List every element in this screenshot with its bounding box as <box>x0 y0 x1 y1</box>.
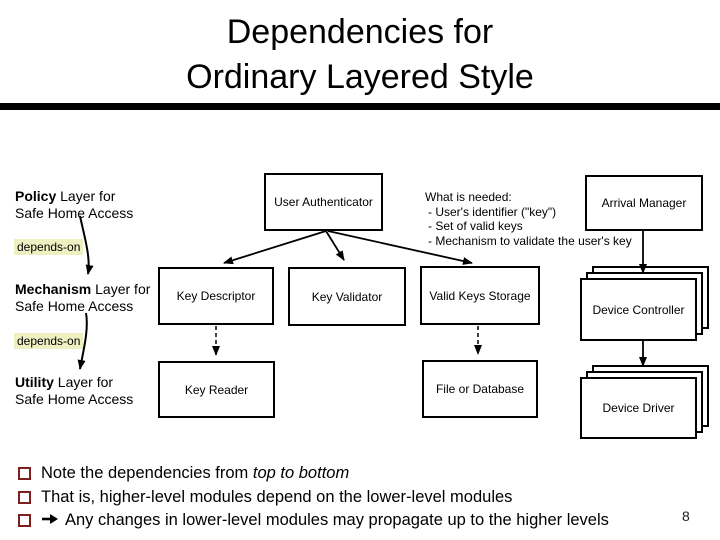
box-file-or-database: File or Database <box>422 360 538 418</box>
bullet-2-text: That is, higher-level modules depend on … <box>41 488 513 506</box>
bullet-row-3: Any changes in lower-level modules may p… <box>18 511 609 530</box>
arrow-authenticator-to-key-validator <box>325 230 345 261</box>
bullet-row-2: That is, higher-level modules depend on … <box>18 488 512 507</box>
policy-suffix: Layer for <box>56 188 116 204</box>
box-valid-keys-storage-label: Valid Keys Storage <box>429 288 531 303</box>
utility-layer-label: Utility Layer for Safe Home Access <box>15 374 165 408</box>
policy-layer-label: Policy Layer for Safe Home Access <box>15 188 165 222</box>
box-device-controller: Device Controller <box>580 278 697 341</box>
box-device-driver-label: Device Driver <box>602 401 675 415</box>
utility-layer-line2: Safe Home Access <box>15 391 134 407</box>
mechanism-suffix: Layer for <box>91 281 151 297</box>
bullet-1-text: Note the dependencies from top to bottom <box>41 464 349 483</box>
box-key-validator: Key Validator <box>288 267 406 326</box>
square-bullet-icon <box>18 467 31 480</box>
what-is-needed-item-2: - Set of valid keys <box>428 219 523 233</box>
box-user-authenticator-label: User Authenticator <box>274 195 373 209</box>
right-arrow-icon <box>41 511 59 530</box>
mechanism-layer-line1: Mechanism Layer for <box>15 281 165 298</box>
bullet-row-1: Note the dependencies from top to bottom <box>18 464 349 483</box>
utility-layer-line1: Utility Layer for <box>15 374 165 391</box>
box-key-reader-label: Key Reader <box>184 382 249 397</box>
policy-layer-line1: Policy Layer for <box>15 188 165 205</box>
box-device-controller-stack: Device Controller <box>580 266 709 341</box>
box-device-controller-label: Device Controller <box>592 302 685 317</box>
square-bullet-icon <box>18 491 31 504</box>
title-divider-rule <box>0 103 720 110</box>
box-key-descriptor: Key Descriptor <box>158 267 274 325</box>
depends-on-label-1: depends-on <box>14 239 84 255</box>
title-line-1: Dependencies for <box>226 13 494 51</box>
mechanism-word: Mechanism <box>15 281 92 297</box>
what-is-needed-heading: What is needed: <box>425 190 512 204</box>
box-key-validator-label: Key Validator <box>311 289 383 304</box>
policy-layer-line2: Safe Home Access <box>15 205 134 221</box>
depends-on-label-2: depends-on <box>14 333 84 349</box>
what-is-needed-item-3: - Mechanism to validate the user's key <box>428 233 632 248</box>
arrow-authenticator-to-key-descriptor <box>223 230 327 265</box>
policy-word: Policy <box>15 188 57 204</box>
bullet-1-italic: top to bottom <box>252 464 350 482</box>
box-valid-keys-storage: Valid Keys Storage <box>420 266 540 325</box>
bullet-1-pre: Note the dependencies from <box>41 464 253 482</box>
square-bullet-icon <box>18 514 31 527</box>
mechanism-layer-label: Mechanism Layer for Safe Home Access <box>15 281 165 315</box>
bullet-3-text: Any changes in lower-level modules may p… <box>65 511 609 529</box>
page-number: 8 <box>682 508 690 524</box>
title-line-2: Ordinary Layered Style <box>186 58 534 96</box>
box-device-driver: Device Driver <box>580 377 697 439</box>
box-arrival-manager-label: Arrival Manager <box>601 196 687 210</box>
utility-word: Utility <box>15 374 54 390</box>
box-arrival-manager: Arrival Manager <box>585 175 703 231</box>
what-is-needed-item-1: - User's identifier ("key") <box>428 204 557 219</box>
utility-suffix: Layer for <box>53 374 114 390</box>
mechanism-layer-line2: Safe Home Access <box>15 298 134 314</box>
box-device-driver-stack: Device Driver <box>580 365 709 439</box>
page-title: Dependencies for Ordinary Layered Style <box>0 10 720 100</box>
box-key-reader: Key Reader <box>158 361 275 418</box>
what-is-needed-note: What is needed: - User's identifier ("ke… <box>425 190 675 248</box>
box-user-authenticator: User Authenticator <box>264 173 383 231</box>
box-key-descriptor-label: Key Descriptor <box>176 289 256 303</box>
box-file-or-database-label: File or Database <box>435 382 525 396</box>
